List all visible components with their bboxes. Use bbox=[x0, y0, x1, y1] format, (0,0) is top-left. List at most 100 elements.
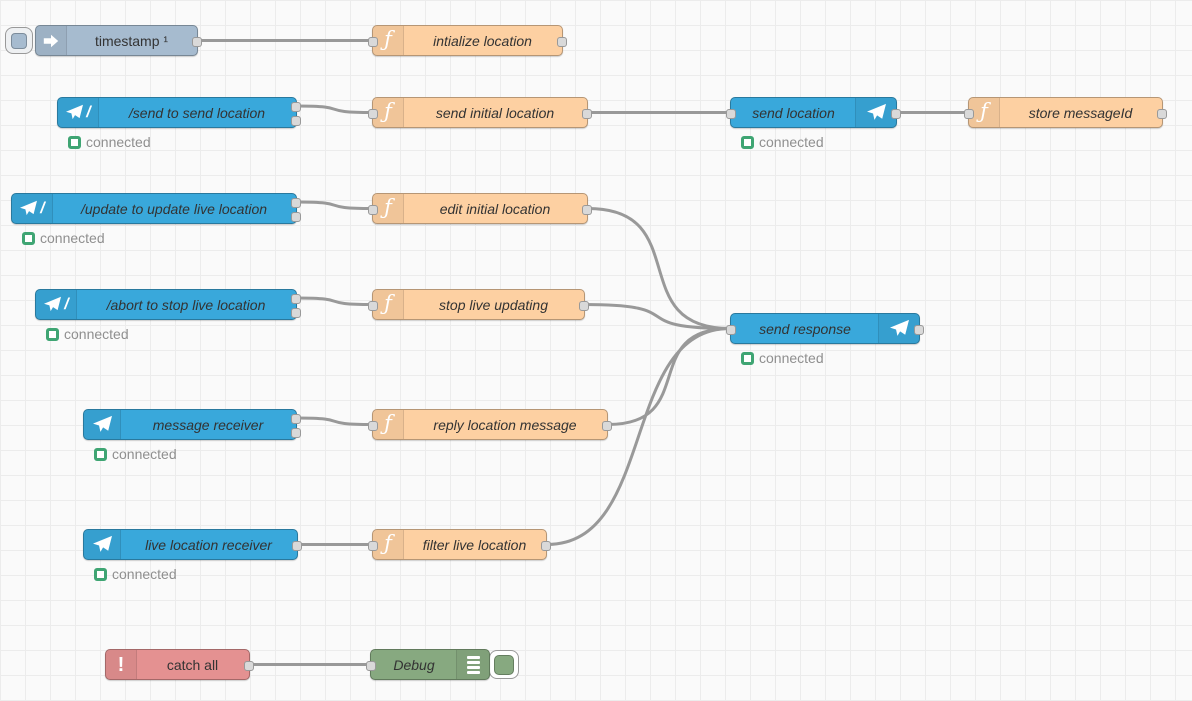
debug-toggle-button[interactable] bbox=[489, 650, 519, 679]
node-receiver-message[interactable]: message receiver bbox=[83, 409, 301, 440]
telegram-plane-slash-icon: / bbox=[36, 290, 77, 319]
telegram-plane-slash-icon: / bbox=[58, 98, 99, 127]
status-text: connected bbox=[112, 566, 177, 582]
output-port-1[interactable] bbox=[291, 198, 301, 208]
output-port[interactable] bbox=[292, 540, 302, 551]
input-port[interactable] bbox=[368, 36, 378, 47]
node-label: filter live location bbox=[422, 536, 527, 553]
status-connected-icon bbox=[46, 327, 59, 341]
output-port-2[interactable] bbox=[291, 428, 301, 438]
node-command-abort[interactable]: / /abort to stop live location bbox=[35, 289, 301, 320]
output-port[interactable] bbox=[1157, 108, 1167, 119]
node-status: connected bbox=[94, 566, 177, 582]
output-port[interactable] bbox=[541, 540, 551, 551]
node-label: message receiver bbox=[152, 416, 264, 433]
output-port-1[interactable] bbox=[291, 414, 301, 424]
wire[interactable] bbox=[295, 104, 374, 114]
input-port[interactable] bbox=[368, 300, 378, 311]
wire[interactable] bbox=[295, 416, 374, 426]
status-text: connected bbox=[759, 350, 824, 366]
output-port-1[interactable] bbox=[291, 102, 301, 112]
inject-button-pad bbox=[11, 32, 27, 49]
wire[interactable] bbox=[583, 303, 732, 330]
output-port[interactable] bbox=[557, 36, 567, 47]
node-command-update[interactable]: / /update to update live location bbox=[11, 193, 301, 224]
wire[interactable] bbox=[295, 200, 374, 210]
node-label: intialize location bbox=[433, 32, 532, 49]
input-port[interactable] bbox=[726, 324, 736, 335]
inject-button[interactable] bbox=[5, 27, 33, 54]
input-port[interactable] bbox=[366, 660, 376, 671]
status-connected-icon bbox=[22, 231, 35, 245]
output-port[interactable] bbox=[891, 108, 901, 119]
node-function-initialize-location[interactable]: ƒ intialize location bbox=[368, 25, 567, 56]
node-status: connected bbox=[741, 134, 824, 150]
status-connected-icon bbox=[94, 447, 107, 461]
input-port[interactable] bbox=[368, 540, 378, 551]
function-f-icon: ƒ bbox=[373, 194, 404, 223]
exclamation-icon: ! bbox=[106, 650, 137, 679]
telegram-plane-icon bbox=[84, 530, 121, 559]
node-catch-all[interactable]: !catch all bbox=[105, 649, 254, 680]
output-port[interactable] bbox=[602, 420, 612, 431]
node-function-filter-live-location[interactable]: ƒ filter live location bbox=[368, 529, 551, 560]
status-text: connected bbox=[40, 230, 105, 246]
status-text: connected bbox=[112, 446, 177, 462]
node-function-store-messageid[interactable]: ƒ store messageId bbox=[964, 97, 1167, 128]
node-receiver-live-location[interactable]: live location receiver bbox=[83, 529, 302, 560]
input-port[interactable] bbox=[726, 108, 736, 119]
output-port-2[interactable] bbox=[291, 308, 301, 318]
node-status: connected bbox=[22, 230, 105, 246]
status-connected-icon bbox=[741, 351, 754, 365]
function-f-icon: ƒ bbox=[969, 98, 1000, 127]
node-status: connected bbox=[46, 326, 129, 342]
input-port[interactable] bbox=[368, 108, 378, 119]
node-label: send response bbox=[759, 320, 851, 337]
telegram-plane-slash-icon: / bbox=[12, 194, 53, 223]
input-port[interactable] bbox=[964, 108, 974, 119]
output-port-2[interactable] bbox=[291, 212, 301, 222]
function-f-icon: ƒ bbox=[373, 530, 404, 559]
wire[interactable] bbox=[295, 296, 374, 306]
wire[interactable] bbox=[586, 207, 732, 330]
node-label: send initial location bbox=[435, 104, 555, 121]
function-f-icon: ƒ bbox=[373, 290, 404, 319]
node-label: reply location message bbox=[433, 416, 577, 433]
output-port[interactable] bbox=[582, 204, 592, 215]
output-port[interactable] bbox=[244, 660, 254, 671]
node-label: /send to send location bbox=[128, 104, 266, 121]
node-sender-send-response[interactable]: send response bbox=[726, 313, 924, 344]
debug-toggle-pad bbox=[494, 654, 514, 675]
node-label: /abort to stop live location bbox=[106, 296, 266, 313]
input-port[interactable] bbox=[368, 420, 378, 431]
node-sender-send-location[interactable]: send location bbox=[726, 97, 901, 128]
output-port[interactable] bbox=[192, 36, 202, 47]
output-port-1[interactable] bbox=[291, 294, 301, 304]
status-text: connected bbox=[64, 326, 129, 342]
node-inject-timestamp[interactable]: timestamp ¹ bbox=[35, 25, 202, 56]
wire[interactable] bbox=[606, 327, 732, 426]
node-label: store messageId bbox=[1028, 104, 1133, 121]
wire[interactable] bbox=[545, 327, 732, 546]
output-port[interactable] bbox=[582, 108, 592, 119]
node-label: send location bbox=[752, 104, 835, 121]
node-command-send[interactable]: / /send to send location bbox=[57, 97, 301, 128]
node-status: connected bbox=[741, 350, 824, 366]
output-port[interactable] bbox=[914, 324, 924, 335]
output-port-2[interactable] bbox=[291, 116, 301, 126]
node-label: /update to update live location bbox=[80, 200, 268, 217]
telegram-plane-icon bbox=[878, 314, 919, 343]
node-label: Debug bbox=[393, 656, 435, 673]
node-label: live location receiver bbox=[145, 536, 272, 553]
output-port[interactable] bbox=[579, 300, 589, 311]
debug-lines-icon bbox=[456, 650, 489, 679]
input-port[interactable] bbox=[368, 204, 378, 215]
node-debug[interactable]: Debug bbox=[366, 649, 490, 680]
function-f-icon: ƒ bbox=[373, 26, 404, 55]
node-label: timestamp ¹ bbox=[94, 32, 169, 49]
